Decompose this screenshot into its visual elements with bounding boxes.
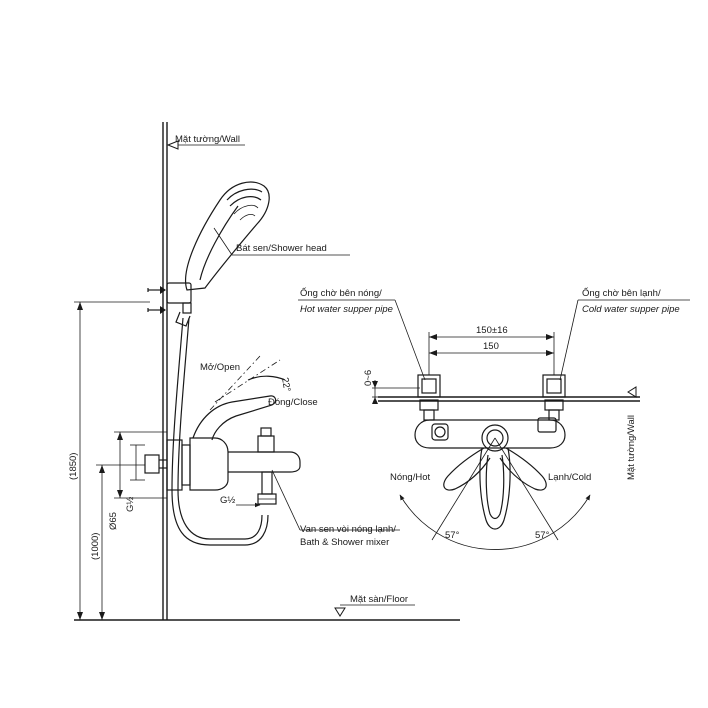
hot-pipe-label-en: Hot water supper pipe [300,304,393,315]
mixer-label-en: Bath & Shower mixer [300,537,389,548]
dim-1850: (1850) [68,301,150,620]
angle-22-label: 22° [279,377,292,393]
shower-hose [171,311,269,546]
wall-top-callout: Mặt tường/Wall [166,134,245,150]
cold-pipe-label-vn: Ống chờ bên lạnh/ [582,287,661,299]
dim-150-label: 150 [483,341,499,352]
mixer-callout: Van sen vòi nóng lạnh/ Bath & Shower mix… [271,469,400,548]
mixer-label-vn: Van sen vòi nóng lạnh/ [300,524,396,535]
dim-g12-left: G½ [125,444,145,512]
dim-1000: (1000) [90,464,145,620]
g12-bottom-label: G½ [220,495,235,506]
floor-label: Mặt sàn/Floor [350,594,408,605]
open-label: Mở/Open [200,362,240,373]
shower-bracket [147,282,192,314]
dim-0-6-label: 0~6 [363,370,374,386]
top-view-wall: Mặt tường/Wall [378,386,640,480]
cold-pipe-callout: Ống chờ bên lạnh/ Cold water supper pipe [559,287,690,381]
hot-pipe-label-vn: Ống chờ bên nóng/ [300,287,382,299]
shower-head-label: Bát sen/Shower head [236,243,327,254]
mixer-handle-top [443,424,547,530]
floor-line: Mặt sàn/Floor [74,594,460,621]
angle-57-right-label: 57° [535,530,550,541]
side-wall [162,122,168,620]
wall-top-label: Mặt tường/Wall [175,134,240,145]
dim-phi65: Ø65 [108,431,167,530]
cold-pipe-fitting [542,374,566,421]
shower-head-callout: Bát sen/Shower head [213,227,350,256]
hot-pipe-fitting [417,374,441,421]
mixer-side-body [144,355,301,505]
cold-pipe-label-en: Cold water supper pipe [582,304,680,315]
phi65-label: Ø65 [108,512,119,530]
dim-150: 150 [429,341,554,356]
dim-0-6: 0~6 [363,370,420,404]
cold-label: Lạnh/Cold [548,472,591,483]
close-label: Đóng/Close [268,397,318,408]
shower-head [185,181,270,291]
hot-pipe-callout: Ống chờ bên nóng/ Hot water supper pipe [298,287,426,381]
g12-left-label: G½ [125,497,136,512]
dim-150-16: 150±16 [428,325,555,375]
dim-1000-label: (1000) [90,533,101,560]
angle-57-left-label: 57° [445,530,460,541]
dim-150-16-label: 150±16 [476,325,508,336]
mixer-top-body [414,417,566,449]
hot-label: Nóng/Hot [390,472,430,483]
dim-1850-label: (1850) [68,453,79,480]
rotation-arc [399,437,591,550]
g12-bottom-callout: G½ [220,495,261,508]
wall-side-label: Mặt tường/Wall [626,415,637,480]
